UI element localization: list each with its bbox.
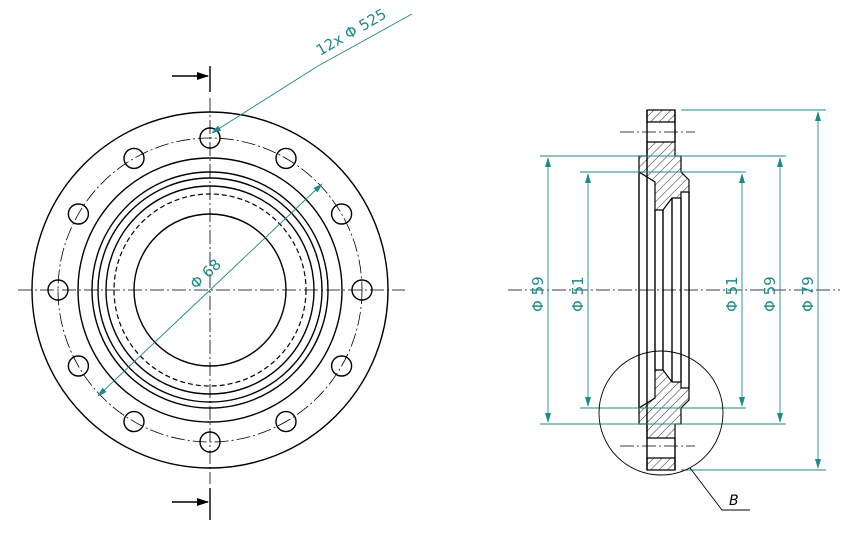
dim-phi79-text: Φ 79: [799, 276, 817, 312]
extension-lines: [540, 109, 826, 471]
bolt-hole: [67, 203, 90, 225]
bolt-holes: [47, 127, 373, 453]
bolt-hole: [275, 147, 297, 170]
bolt-hole: [330, 355, 353, 377]
bolt-hole: [199, 431, 221, 453]
dim-phi51-right-text: Φ 51: [723, 276, 741, 312]
bolt-callout-text: 12x Φ 525: [313, 5, 389, 60]
bolt-hole: [67, 355, 90, 377]
section-view: Φ 59 Φ 51 Φ 51 Φ 59 Φ 79 B: [508, 109, 840, 511]
hub-circle-3: [97, 177, 323, 403]
bolt-hole: [330, 203, 353, 225]
bolt-hole: [199, 127, 221, 149]
bore-circle: [133, 213, 287, 367]
hidden-circle: [113, 193, 307, 387]
front-view: 12x Φ 525 Φ 68: [18, 5, 413, 520]
dim-phi59-right-text: Φ 59: [761, 276, 779, 312]
dim-phi51-left-text: Φ 51: [569, 276, 587, 312]
dim-phi59-left-text: Φ 59: [529, 276, 547, 312]
detail-label: B: [729, 493, 739, 509]
bore-dim-text: Φ 68: [186, 255, 224, 292]
bolt-callout-leader: [211, 13, 413, 134]
section-arrow-top: [172, 66, 211, 92]
bore-dimension-line: [97, 183, 323, 397]
detail-circle: [598, 350, 724, 476]
bolt-hole: [47, 279, 69, 301]
hub-circle-2: [91, 171, 329, 409]
section-hatch-bottom: [646, 457, 676, 471]
bolt-pitch-circle: [57, 137, 363, 443]
section-hatch-top: [646, 109, 676, 123]
bolt-hole: [275, 410, 297, 433]
hub-circle-1: [77, 157, 343, 423]
bolt-hole: [123, 410, 145, 433]
flange-outer-circle: [31, 111, 389, 469]
hub-circle-4: [105, 185, 315, 395]
detail-leader: [689, 467, 750, 511]
bolt-hole: [351, 279, 373, 301]
section-arrow-bottom: [172, 488, 211, 520]
bolt-hole: [123, 147, 145, 170]
